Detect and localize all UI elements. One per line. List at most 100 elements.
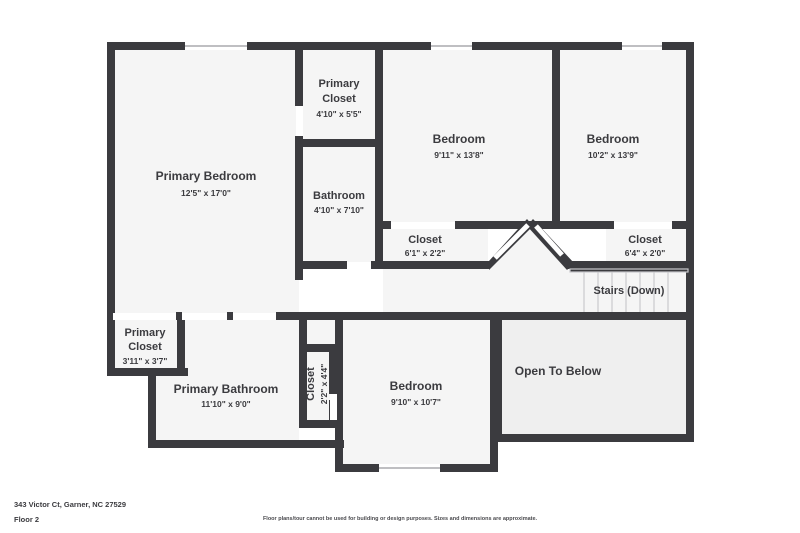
stair-top-edge bbox=[569, 268, 689, 273]
room-fill-bedroom-center bbox=[379, 48, 556, 225]
wall-bathroom-bottom bbox=[295, 261, 347, 269]
door-lower-left-a bbox=[113, 313, 176, 320]
disclaimer-label: Floor plans/tour cannot be used for buil… bbox=[262, 516, 538, 522]
label-bedroom-right: Bedroom bbox=[587, 132, 640, 146]
wall-hallway-bottom-a bbox=[339, 312, 495, 320]
room-fill-primary-closet-top bbox=[299, 48, 379, 143]
wall-closet-center-bottom bbox=[379, 261, 489, 269]
dim-primary-bedroom: 12'5" x 17'0" bbox=[181, 188, 231, 198]
label-bathroom: Bathroom bbox=[313, 190, 365, 202]
windows bbox=[185, 42, 662, 472]
wall-lower-left-top-a bbox=[107, 312, 113, 320]
door-primary-bedroom-bathroom bbox=[347, 262, 371, 269]
dim-primary-closet-bottom: 3'11" x 3'7" bbox=[123, 356, 168, 366]
label-bedroom-center: Bedroom bbox=[433, 132, 486, 146]
label-primary-closet-bottom-line2: Closet bbox=[128, 341, 162, 353]
wall-bb-bottom-d bbox=[446, 464, 498, 472]
wall-bedroom-right-bottom-b bbox=[672, 221, 688, 229]
dim-closet-right: 6'4" x 2'0" bbox=[625, 248, 665, 258]
wall-bb-bottom-b bbox=[373, 464, 379, 472]
wall-bb-left bbox=[335, 316, 343, 472]
door-openings bbox=[113, 106, 672, 420]
floor-label: Floor 2 bbox=[14, 515, 40, 524]
wall-top-left bbox=[107, 42, 179, 50]
wall-top-window2-frame-a bbox=[425, 42, 431, 50]
wall-cv-top bbox=[299, 344, 337, 352]
wall-closet-bathroom-right bbox=[375, 42, 383, 269]
wall-top-window3-frame-a bbox=[616, 42, 622, 50]
room-fill-bedroom-right bbox=[556, 48, 688, 225]
wall-lower-left-top-d bbox=[276, 312, 342, 320]
room-fill-primary-closet-bottom bbox=[113, 320, 181, 372]
wall-bedroom-right-bottom-a bbox=[556, 221, 614, 229]
wall-top-mid2 bbox=[253, 42, 425, 50]
room-fill-open-to-below bbox=[494, 316, 688, 438]
address-label: 343 Victor Ct, Garner, NC 27529 bbox=[14, 500, 127, 509]
dim-closet-center: 6'1" x 2'2" bbox=[405, 248, 445, 258]
dim-bedroom-right: 10'2" x 13'9" bbox=[588, 150, 638, 160]
wall-left-outer-lower bbox=[107, 316, 115, 376]
door-bedroom-center-closet bbox=[391, 222, 455, 229]
door-lower-left-b bbox=[182, 313, 227, 320]
wall-closet-right-bottom bbox=[567, 261, 688, 269]
label-primary-bedroom: Primary Bedroom bbox=[156, 169, 257, 183]
room-fill-primary-bathroom bbox=[152, 372, 299, 444]
wall-pb-bottom bbox=[148, 440, 344, 448]
wall-pb-top-step bbox=[148, 368, 188, 376]
wall-pb-left bbox=[148, 368, 156, 448]
dim-primary-closet-top: 4'10" x 5'5" bbox=[316, 109, 361, 119]
label-closet-vertical: Closet bbox=[305, 367, 317, 401]
wall-primary-bedroom-right-c bbox=[295, 268, 303, 280]
label-bedroom-bottom: Bedroom bbox=[390, 379, 443, 393]
door-primary-closet-top bbox=[296, 106, 303, 136]
wall-hallway-bottom-b bbox=[494, 312, 688, 320]
wall-otb-inner-left bbox=[494, 316, 502, 442]
label-closet-center: Closet bbox=[408, 234, 442, 246]
wall-primary-bedroom-right-a bbox=[295, 42, 303, 106]
wall-closet-bathroom-divider bbox=[295, 139, 379, 147]
hall-opening-left bbox=[493, 223, 530, 260]
wall-cv-left bbox=[299, 320, 307, 428]
wall-bb-bottom-c bbox=[440, 464, 446, 472]
wall-bathroom-bottom-b bbox=[371, 261, 383, 269]
room-fill-bathroom bbox=[299, 143, 379, 269]
room-fill-primary-bedroom bbox=[113, 48, 299, 316]
wall-top-mid3 bbox=[472, 42, 616, 50]
wall-bedroom-center-bottom-b bbox=[455, 221, 556, 229]
door-lower-left-c bbox=[233, 313, 276, 320]
label-primary-closet-bottom-line1: Primary bbox=[125, 327, 167, 339]
label-primary-bathroom: Primary Bathroom bbox=[174, 382, 279, 396]
dim-closet-vertical: 2'2" x 4'4" bbox=[319, 364, 329, 404]
door-closet-vertical-side bbox=[330, 394, 337, 420]
walls bbox=[107, 42, 694, 472]
wall-bb-bottom-a bbox=[335, 464, 373, 472]
room-fill-closet-vertical bbox=[303, 348, 333, 421]
wall-top-mid bbox=[247, 42, 253, 50]
wall-cv-bottom bbox=[299, 420, 337, 428]
wall-top-right bbox=[662, 42, 694, 50]
label-stairs: Stairs (Down) bbox=[594, 285, 665, 297]
stairs-treads bbox=[569, 268, 689, 312]
wall-otb-bottom bbox=[494, 434, 690, 442]
wall-left-outer-upper bbox=[107, 42, 115, 316]
wall-right-outer bbox=[686, 42, 694, 442]
wall-pc-bottom-bottom bbox=[107, 368, 185, 376]
room-labels: Primary Bedroom 12'5" x 17'0" Primary Cl… bbox=[123, 78, 666, 409]
dim-bedroom-bottom: 9'10" x 10'7" bbox=[391, 397, 441, 407]
label-open-to-below: Open To Below bbox=[515, 364, 602, 378]
room-fill-primary-bathroom-upper bbox=[181, 320, 299, 375]
wall-bedroom-divider bbox=[552, 42, 560, 225]
hall-door-openings bbox=[493, 223, 564, 260]
door-bedroom-right-closet bbox=[614, 222, 672, 229]
label-closet-right: Closet bbox=[628, 234, 662, 246]
dim-bedroom-center: 9'11" x 13'8" bbox=[434, 150, 483, 160]
room-fill-bedroom-bottom bbox=[339, 316, 494, 468]
dim-bathroom: 4'10" x 7'10" bbox=[314, 205, 364, 215]
wall-lower-left-top-c bbox=[227, 312, 233, 320]
room-fill-closet-center bbox=[383, 225, 488, 265]
wall-pc-bottom-right bbox=[177, 316, 185, 376]
hall-opening-right bbox=[534, 224, 564, 257]
room-fill-closet-right bbox=[606, 225, 688, 265]
